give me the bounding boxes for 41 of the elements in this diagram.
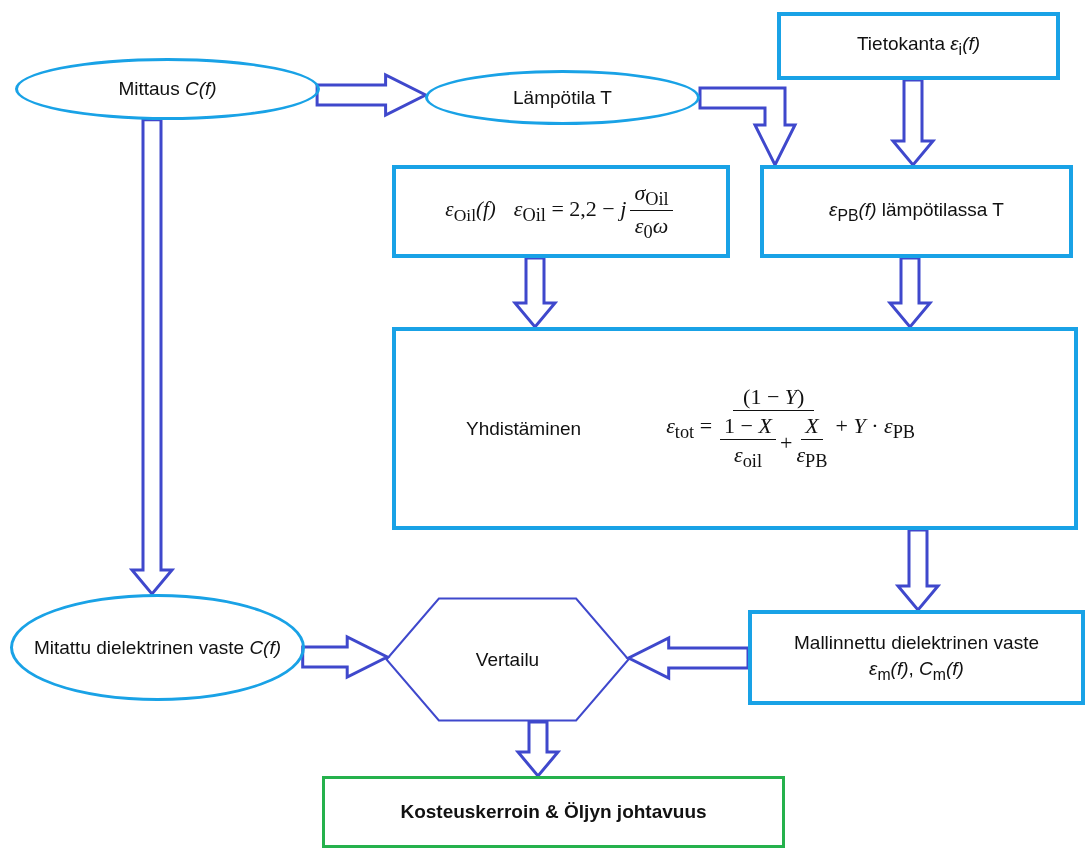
node-text: Mitattu dielektrinen vaste C(f) xyxy=(33,635,282,660)
node-text: Tietokanta ε$_{i}$(f) xyxy=(856,32,981,61)
block-arrow xyxy=(514,720,562,779)
comparison-hexagon xyxy=(385,597,630,722)
formula-operator: + xyxy=(779,430,793,456)
block-arrow xyxy=(511,256,559,330)
formula-term: + Y · ε$_{PB}$ xyxy=(835,413,916,444)
result-box xyxy=(322,776,785,848)
block-arrow xyxy=(894,528,942,613)
formula-denominator: ε$_{PB}$ xyxy=(796,441,828,473)
formula-numerator: σ$_{Oil}$ xyxy=(630,179,673,211)
process-ellipse xyxy=(15,58,320,120)
node-text: Yhdistäminen xyxy=(466,417,582,440)
block-arrow xyxy=(128,118,176,597)
block-arrow xyxy=(301,634,391,680)
formula-denominator: ε$_{oil}$ xyxy=(734,441,763,473)
formula-numerator: (1 − Y) xyxy=(733,384,815,412)
block-arrow xyxy=(889,78,937,168)
block-arrow xyxy=(315,72,429,118)
process-ellipse xyxy=(10,594,305,701)
block-arrow xyxy=(625,635,750,681)
process-box xyxy=(760,165,1073,258)
process-box xyxy=(748,610,1085,705)
node-text: Vertailu xyxy=(475,647,540,672)
formula-numerator: 1 − X xyxy=(720,413,776,441)
node-text: Mittaus C(f) xyxy=(118,77,217,102)
process-box xyxy=(392,327,1078,530)
process-ellipse xyxy=(425,70,700,125)
node-text: Lämpötila T xyxy=(513,85,612,110)
block-arrow xyxy=(886,256,934,330)
node-text: ε$_{PB}$(f) lämpötilassa T xyxy=(829,197,1004,226)
formula-denominator: ε$_{0}$ω xyxy=(634,212,669,244)
process-box xyxy=(777,12,1060,80)
formula-numerator: X xyxy=(801,413,823,441)
process-box xyxy=(392,165,730,258)
node-text: ε$_{m}$(f), C$_{m}$(f) xyxy=(868,656,965,685)
formula-term: ε$_{tot}$ = xyxy=(666,413,713,444)
formula-term: ε$_{Oil}$ = 2,2 − j xyxy=(513,196,627,227)
math-label: ε$_{Oil}$(f) xyxy=(445,196,496,227)
node-text: Mallinnettu dielektrinen vaste xyxy=(794,631,1039,656)
node-text: Kosteuskerroin & Öljyn johtavuus xyxy=(400,800,707,825)
